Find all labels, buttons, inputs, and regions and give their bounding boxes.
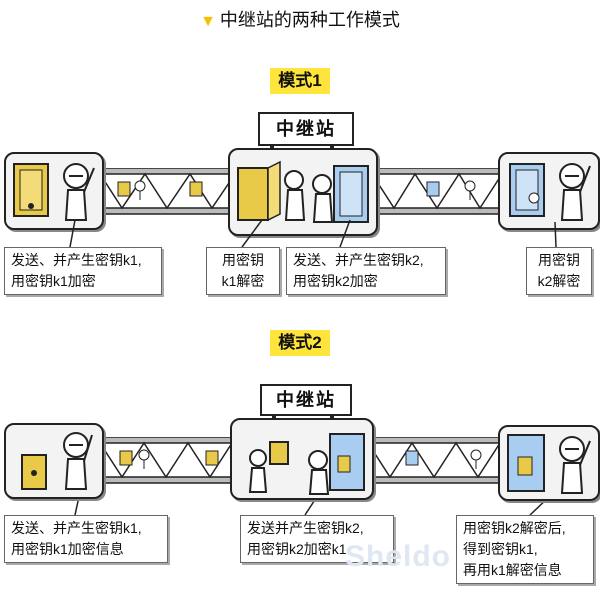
gold-safe-open-icon — [237, 160, 281, 222]
mode2-receiver-caption: 用密钥k2解密后, 得到密钥k1, 再用k1解密信息 — [456, 515, 594, 584]
person-relay-icon — [248, 449, 268, 493]
blue-safe-icon — [329, 433, 365, 491]
mode2-sender-caption: 发送、并产生密钥k1, 用密钥k1加密信息 — [4, 515, 168, 563]
triangle-icon: ▼ — [200, 13, 216, 30]
person-sender-icon — [63, 163, 95, 221]
mode1-left-beam-carrier-icon — [134, 180, 146, 200]
mode2-left-beam-carrier-icon — [138, 449, 150, 469]
mode2-relay-caption: 发送并产生密钥k2, 用密钥k2加密k1 — [240, 515, 394, 563]
diagram-title: ▼中继站的两种工作模式 — [200, 10, 400, 30]
mode1-left-beam-safe-icon-2 — [189, 181, 203, 197]
mode2-right-beam-carrier-icon — [470, 449, 482, 469]
person-sender-icon — [63, 432, 93, 490]
mode1-relay-decrypt-caption: 用密钥 k1解密 — [206, 247, 280, 295]
mode2-relay-panel — [230, 418, 374, 500]
mode1-right-beam-safe-icon — [426, 181, 440, 197]
mode1-label: 模式1 — [270, 68, 330, 94]
mode1-sender-panel — [4, 152, 104, 230]
watermark: Sheldo — [345, 540, 452, 573]
mode2-left-beam — [100, 437, 232, 484]
mode1-relay-encrypt-caption: 发送、并产生密钥k2, 用密钥k2加密 — [286, 247, 446, 295]
mode1-receiver-caption: 用密钥 k2解密 — [526, 247, 592, 295]
gold-safe-small-icon — [269, 441, 289, 465]
blue-safe-icon — [333, 165, 369, 223]
mode2-left-beam-safe-icon-2 — [205, 450, 219, 466]
mode2-receiver-panel — [498, 425, 600, 501]
mode1-right-beam — [372, 168, 502, 215]
blue-safe-icon — [509, 163, 545, 217]
person-relay-sender-icon — [312, 174, 334, 223]
mode1-relay-sign: 中继站 — [258, 112, 354, 146]
person-relay-sender-icon — [308, 450, 330, 495]
mode2-left-beam-safe-icon — [119, 450, 133, 466]
mode1-left-beam — [100, 168, 235, 215]
person-receiver-icon — [559, 163, 591, 221]
person-receiver-icon — [559, 436, 591, 494]
mode1-relay-panel — [228, 148, 378, 236]
blue-safe-icon — [507, 434, 545, 492]
gold-safe-icon — [21, 454, 47, 490]
mode2-right-beam-safe-icon — [405, 450, 419, 466]
mode1-left-beam-safe-icon — [117, 181, 131, 197]
mode1-right-beam-carrier-icon — [464, 180, 476, 200]
person-relay-receiver-icon — [284, 170, 306, 221]
mode1-sender-caption: 发送、并产生密钥k1, 用密钥k1加密 — [4, 247, 162, 295]
mode2-sender-panel — [4, 423, 104, 499]
gold-safe-icon — [13, 163, 49, 217]
mode2-label: 模式2 — [270, 330, 330, 356]
mode1-receiver-panel — [498, 152, 600, 230]
mode2-relay-sign: 中继站 — [260, 384, 352, 416]
mode2-right-beam — [368, 437, 500, 484]
